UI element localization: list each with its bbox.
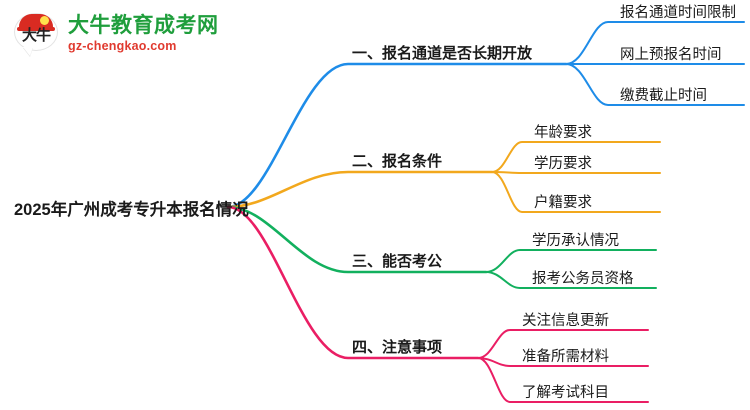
mindmap-edge	[491, 171, 661, 174]
mindmap-leaf-label-4-3: 了解考试科目	[522, 385, 609, 401]
mindmap-branch-label-2: 二、报名条件	[352, 153, 443, 170]
logo-subtitle: gz-chengkao.com	[68, 39, 177, 53]
logo-wordmark: 大牛教育成考网 gz-chengkao.com	[68, 14, 219, 54]
mindmap-edge	[491, 171, 661, 213]
mindmap-leaf-label-3-1: 学历承认情况	[532, 233, 619, 249]
mindmap-branch-label-4: 四、注意事项	[352, 339, 443, 356]
mindmap-edge	[477, 357, 649, 403]
logo-mark-text: 大牛	[21, 27, 51, 44]
mindmap-branch-label-1: 一、报名通道是否长期开放	[352, 45, 533, 62]
mindmap-leaf-label-2-1: 年龄要求	[534, 125, 592, 141]
mindmap-edge	[491, 141, 661, 173]
mindmap-edge	[485, 249, 657, 273]
mindmap-leaf-label-4-2: 准备所需材料	[522, 349, 609, 365]
logo-bubble-tail-shape	[23, 47, 33, 56]
mindmap-edge	[226, 62, 568, 209]
mindmap-edge	[565, 21, 745, 65]
mindmap-root-label: 2025年广州成考专升本报名情况	[14, 201, 249, 219]
site-logo: 大牛 大牛教育成考网 gz-chengkao.com	[14, 10, 224, 58]
mindmap-edge	[565, 63, 745, 106]
mindmap-edge	[477, 329, 649, 359]
mindmap-edge	[226, 170, 494, 209]
mindmap-edge	[226, 205, 488, 274]
logo-cap-dot-icon	[40, 16, 49, 25]
mindmap-branch-label-3: 三、能否考公	[352, 253, 443, 270]
mindmap-leaf-label-4-1: 关注信息更新	[522, 313, 609, 329]
mindmap-edge	[485, 271, 657, 289]
mindmap-leaf-label-3-2: 报考公务员资格	[532, 271, 634, 287]
mindmap-leaf-label-1-1: 报名通道时间限制	[620, 5, 736, 21]
mindmap-leaf-label-2-3: 户籍要求	[534, 195, 592, 211]
mindmap-edge	[226, 205, 480, 360]
logo-cap-brim-shape	[17, 27, 55, 31]
mindmap-leaf-label-2-2: 学历要求	[534, 156, 592, 172]
logo-mark-icon: 大牛	[14, 12, 60, 56]
mindmap-leaf-label-1-2: 网上预报名时间	[620, 47, 722, 63]
logo-title: 大牛教育成考网	[68, 14, 219, 37]
mindmap-leaf-label-1-3: 缴费截止时间	[620, 88, 707, 104]
